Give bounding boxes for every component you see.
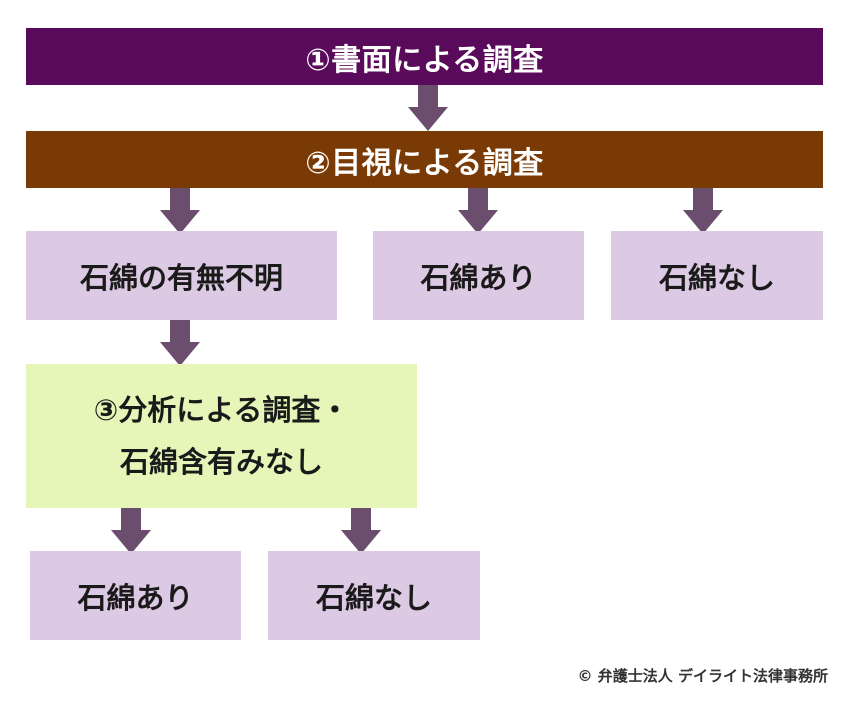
- final-absent-label: 石綿なし: [315, 580, 432, 615]
- arrow-down-icon: [160, 320, 200, 368]
- step3-line2: 石綿含有みなし: [119, 445, 323, 479]
- outcome-unknown-label: 石綿の有無不明: [79, 260, 283, 295]
- outcome-absent-label: 石綿なし: [658, 260, 775, 295]
- step1-label: ①書面による調査: [305, 42, 544, 78]
- step3-line1: ③分析による調査・: [93, 393, 350, 427]
- step2-box: ②目視による調査: [26, 131, 823, 188]
- final-present-box: 石綿あり: [30, 551, 241, 640]
- arrow-down-icon: [341, 508, 381, 556]
- arrow-down-icon: [111, 508, 151, 556]
- arrow-down-icon: [683, 188, 723, 236]
- step2-label: ②目視による調査: [305, 145, 544, 181]
- outcome-unknown-box: 石綿の有無不明: [26, 231, 337, 320]
- step3-box: ③分析による調査・ 石綿含有みなし: [26, 364, 417, 508]
- arrow-down-icon: [458, 188, 498, 236]
- arrow-down-icon: [160, 188, 200, 236]
- final-absent-box: 石綿なし: [268, 551, 480, 640]
- step1-box: ①書面による調査: [26, 28, 823, 85]
- outcome-present-label: 石綿あり: [420, 260, 537, 295]
- final-present-label: 石綿あり: [77, 580, 194, 615]
- outcome-absent-box: 石綿なし: [611, 231, 823, 320]
- arrow-down-icon: [408, 85, 448, 133]
- copyright-notice: © 弁護士法人 デイライト法律事務所: [577, 667, 828, 685]
- outcome-present-box: 石綿あり: [373, 231, 584, 320]
